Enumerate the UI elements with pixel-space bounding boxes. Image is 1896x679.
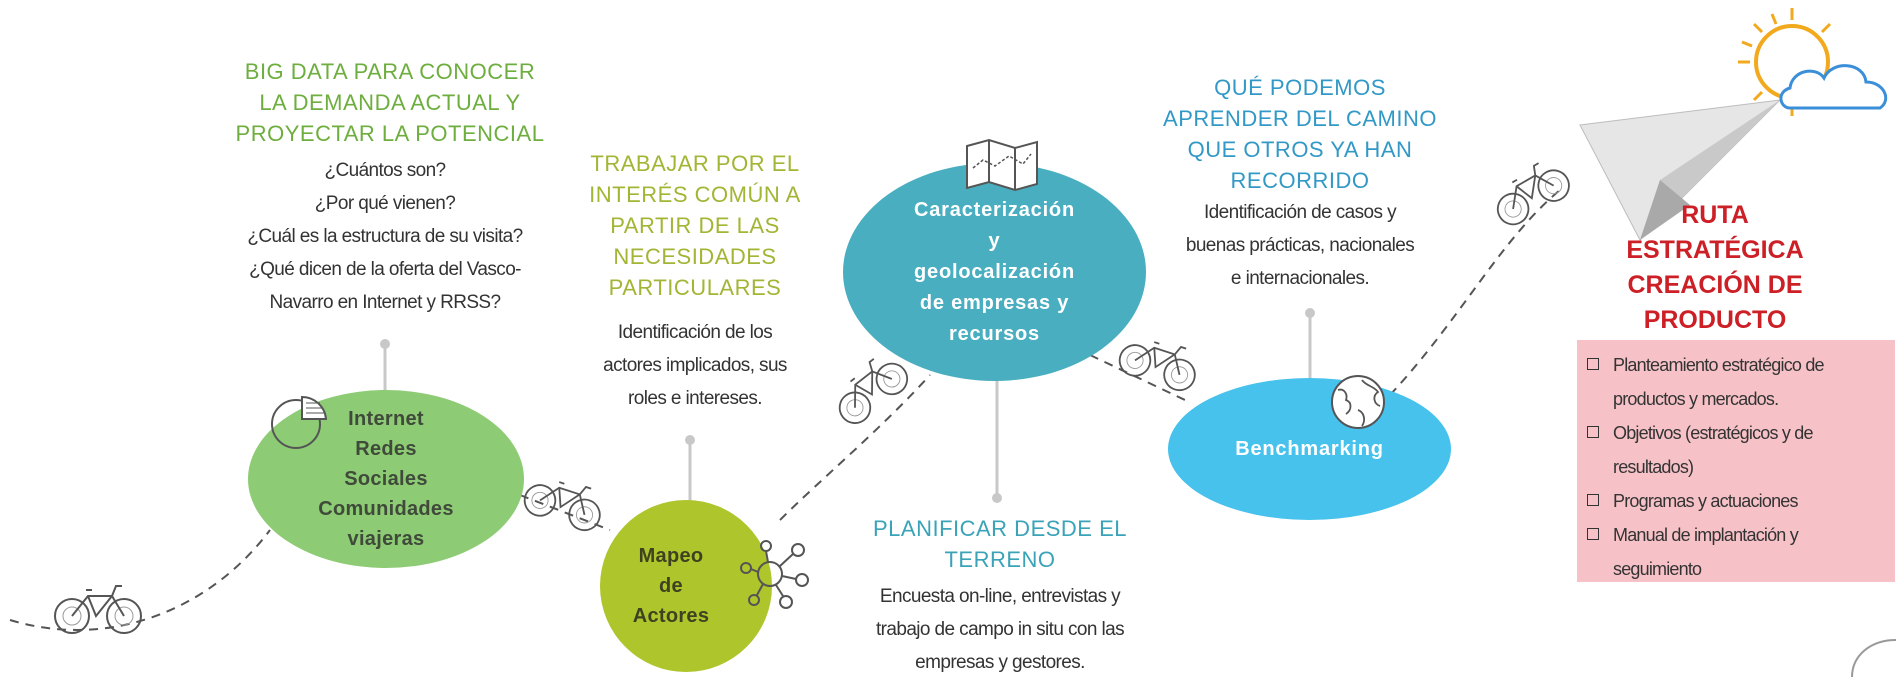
checklist-item-line: Planteamiento estratégico de: [1613, 355, 1825, 375]
stage-1-desc-line: Navarro en Internet y RRSS?: [269, 292, 502, 313]
ruta-title-line: ESTRATÉGICA: [1626, 236, 1804, 264]
stage-4-desc-line: e internacionales.: [1230, 268, 1370, 289]
stage-4-circle-line: Benchmarking: [1235, 438, 1384, 460]
stage-4-title: QUÉ PODEMOS APRENDER DEL CAMINO QUE OTRO…: [1145, 72, 1455, 196]
stage-2-circle-line: de: [659, 575, 683, 597]
stage-3-circle: Caracterización y geolocalización de emp…: [843, 163, 1146, 381]
stage-3-title: PLANIFICAR DESDE EL TERRENO: [860, 513, 1140, 575]
stage-2-title: TRABAJAR POR EL INTERÉS COMÚN A PARTIR D…: [565, 148, 825, 303]
stage-2-desc-line: Identificación de los: [617, 322, 773, 343]
checklist-item-line: seguimiento: [1613, 559, 1702, 579]
sun-cloud-icon: [1738, 8, 1888, 116]
bicycle-icon: [54, 585, 142, 634]
stage-1-circle-line: Comunidades: [318, 498, 454, 520]
stage-2-title-line: INTERÉS COMÚN A: [589, 182, 801, 207]
stage-3-circle-line: geolocalización: [914, 260, 1075, 283]
checklist-item-line: Programas y actuaciones: [1613, 491, 1799, 511]
connector-dot-2: [685, 435, 695, 445]
ruta-checklist: Planteamiento estratégico de productos y…: [1577, 340, 1895, 586]
stage-2-title-line: NECESIDADES: [613, 244, 777, 269]
dashed-route-path: [9, 189, 1561, 631]
stage-1-title-line: PROYECTAR LA POTENCIAL: [235, 121, 545, 146]
stage-4-description: Identificación de casos y buenas práctic…: [1150, 196, 1450, 295]
stage-4-circle: Benchmarking: [1168, 378, 1451, 520]
stage-1-circle: Internet Redes Sociales Comunidades viaj…: [248, 390, 524, 568]
ruta-estrategica-title: RUTA ESTRATÉGICA CREACIÓN DE PRODUCTO: [1575, 198, 1855, 338]
stage-2-circle-line: Actores: [632, 605, 710, 627]
map-icon: [966, 138, 1038, 192]
network-icon: [740, 540, 809, 609]
stage-3-circle-line: y: [988, 229, 1001, 252]
stage-1-circle-line: Sociales: [344, 468, 428, 490]
paper-plane-icon: [1579, 99, 1782, 241]
stage-2-circle-line: Mapeo: [638, 545, 704, 567]
bicycle-icon: [825, 347, 915, 431]
ruta-title-line: CREACIÓN DE: [1627, 271, 1803, 299]
stage-2-desc-line: roles e intereses.: [628, 388, 762, 409]
stage-1-title-line: BIG DATA PARA CONOCER: [244, 59, 536, 84]
stage-2-title-line: PARTIR DE LAS: [610, 213, 780, 238]
ruta-checklist-box: Planteamiento estratégico de productos y…: [1577, 340, 1895, 582]
checklist-item: Manual de implantación y seguimiento: [1587, 518, 1891, 586]
stage-2-description: Identificación de los actores implicados…: [570, 316, 820, 415]
checklist-item-line: resultados): [1613, 457, 1694, 477]
stage-3-description: Encuesta on-line, entrevistas y trabajo …: [830, 580, 1170, 679]
checkbox-icon: [1587, 528, 1599, 540]
stage-3-circle-line: de empresas y: [919, 291, 1070, 314]
stage-4-desc-line: buenas prácticas, nacionales: [1185, 235, 1415, 256]
stage-3-circle-line: recursos: [949, 322, 1040, 345]
checkbox-icon: [1587, 358, 1599, 370]
stage-2-desc-line: actores implicados, sus: [603, 355, 787, 376]
pie-chart-icon: [271, 395, 328, 449]
connector-dot-1: [380, 339, 390, 349]
connector-dot-4: [1305, 308, 1315, 318]
stage-2-title-line: PARTICULARES: [608, 275, 782, 300]
stage-4-title-line: APRENDER DEL CAMINO: [1163, 106, 1437, 131]
partial-circle-decoration: [1851, 639, 1896, 677]
checklist-item-line: Manual de implantación y: [1613, 525, 1799, 545]
stage-3-title-line: TERRENO: [944, 547, 1056, 572]
stage-3-desc-line: empresas y gestores.: [915, 652, 1085, 673]
stage-4-title-line: RECORRIDO: [1230, 168, 1370, 193]
stage-3-circle-line: Caracterización: [914, 198, 1075, 221]
checkbox-icon: [1587, 426, 1599, 438]
stage-1-description: ¿Cuántos son? ¿Por qué vienen? ¿Cuál es …: [200, 154, 570, 319]
stage-1-circle-line: Redes: [355, 438, 417, 460]
checklist-item-line: productos y mercados.: [1613, 389, 1779, 409]
stage-3-desc-line: trabajo de campo in situ con las: [875, 619, 1125, 640]
ruta-title-line: PRODUCTO: [1643, 306, 1787, 334]
stage-1-title: BIG DATA PARA CONOCER LA DEMANDA ACTUAL …: [210, 56, 570, 149]
stage-1-desc-line: ¿Cuál es la estructura de su visita?: [247, 226, 523, 247]
connector-dot-3: [992, 493, 1002, 503]
ruta-title-line: RUTA: [1681, 201, 1749, 229]
checkbox-icon: [1587, 494, 1599, 506]
stage-2-title-line: TRABAJAR POR EL: [590, 151, 800, 176]
stage-1-circle-line: Internet: [348, 408, 424, 430]
bicycle-icon: [1114, 329, 1204, 396]
checklist-item-line: Objetivos (estratégicos y de: [1613, 423, 1814, 443]
stage-2-circle: Mapeo de Actores: [600, 500, 772, 672]
globe-icon: [1331, 375, 1385, 429]
stage-1-circle-line: viajeras: [347, 528, 425, 550]
stage-1-desc-line: ¿Por qué vienen?: [314, 193, 456, 214]
stage-1-desc-line: ¿Qué dicen de la oferta del Vasco-: [249, 259, 521, 280]
stage-4-title-line: QUE OTROS YA HAN: [1187, 137, 1413, 162]
stage-3-title-line: PLANIFICAR DESDE EL: [872, 516, 1127, 541]
stage-4-desc-line: Identificación de casos y: [1203, 202, 1397, 223]
stage-1-desc-line: ¿Cuántos son?: [324, 160, 446, 181]
stage-3-desc-line: Encuesta on-line, entrevistas y: [879, 586, 1121, 607]
stage-1-title-line: LA DEMANDA ACTUAL Y: [259, 90, 521, 115]
checklist-item: Programas y actuaciones: [1587, 484, 1891, 518]
checklist-item: Planteamiento estratégico de productos y…: [1587, 348, 1891, 416]
stage-4-title-line: QUÉ PODEMOS: [1214, 75, 1386, 100]
checklist-item: Objetivos (estratégicos y de resultados): [1587, 416, 1891, 484]
